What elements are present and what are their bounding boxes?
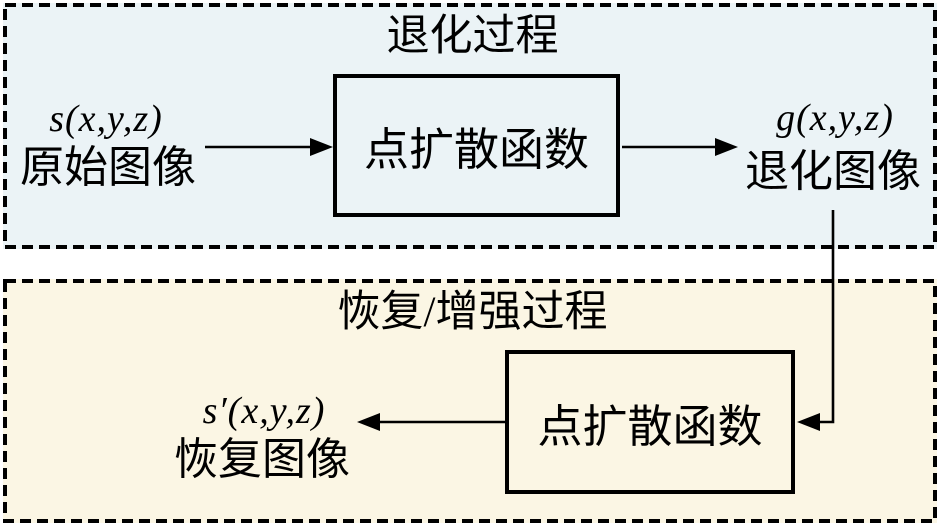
psf-box-restoration-label: 点扩散函数: [537, 401, 763, 452]
psf-box-degradation: 点扩散函数: [333, 74, 620, 217]
psf-box-degradation-label: 点扩散函数: [363, 125, 589, 175]
degraded-image-label: 退化图像: [745, 147, 921, 196]
original-image-label: 原始图像: [20, 143, 196, 192]
degraded-image-formula: g(x,y,z): [776, 97, 894, 139]
original-image-formula: s(x,y,z): [49, 98, 163, 140]
restoration-panel-title: 恢复/增强过程: [337, 289, 608, 336]
degradation-panel-title: 退化过程: [386, 13, 559, 60]
restored-image-label: 恢复图像: [174, 435, 350, 484]
restored-image-formula: s′(x,y,z): [202, 390, 326, 432]
psf-box-restoration: 点扩散函数: [505, 350, 795, 494]
